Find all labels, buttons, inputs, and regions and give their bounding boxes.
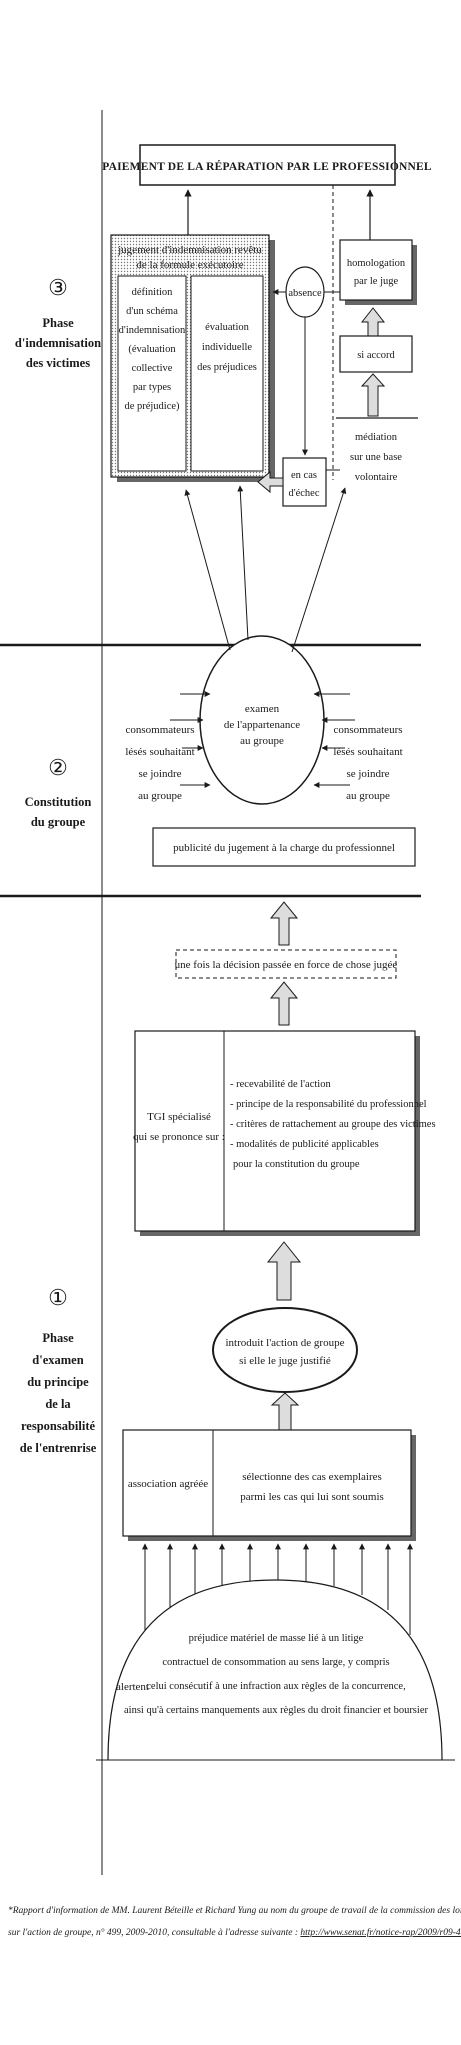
definition-box	[117, 275, 187, 472]
introduces-line: si elle le juge justifié	[239, 1355, 331, 1367]
force-to-publicity-arrow	[269, 901, 299, 946]
tgi-line: qui se prononce sur :	[133, 1131, 225, 1143]
criteria-line: pour la constitution du groupe	[233, 1159, 360, 1170]
accord-box	[339, 335, 413, 373]
introduces-line: introduit l'action de groupe	[226, 1337, 345, 1349]
judgment-label-line: jugement d'indemnisation revêtu	[117, 244, 262, 256]
publicity-label: publicité du jugement à la charge du pro…	[173, 842, 395, 854]
homologation-line: homologation	[347, 258, 406, 269]
consumers-right-line: se joindre	[346, 768, 389, 780]
echec-line: en cas	[291, 470, 317, 481]
phase-1-title-line: du principe	[27, 1375, 89, 1389]
criteria-line: - recevabilité de l'action	[230, 1079, 331, 1090]
payment-box	[139, 144, 396, 186]
definition-line: d'un schéma	[126, 306, 178, 317]
phase-3-title-line: Phase	[42, 316, 74, 330]
introduces-to-tgi-arrow	[266, 1241, 302, 1301]
evaluation-line: individuelle	[202, 342, 252, 353]
definition-line: définition	[132, 287, 174, 298]
criteria-line: - critères de rattachement au groupe des…	[230, 1119, 436, 1130]
criteria-line: - principe de la responsabilité du profe…	[230, 1099, 427, 1110]
selects-line: parmi les cas qui lui sont soumis	[240, 1491, 384, 1503]
introduces-node	[212, 1307, 358, 1393]
consumers-left-line: se joindre	[138, 768, 181, 780]
prejudice-line: ainsi qu'à certains manquements aux règl…	[124, 1705, 428, 1716]
footnote-line-1: *Rapport d'information de MM. Laurent Bé…	[8, 1905, 461, 1916]
publicity-box	[152, 827, 416, 867]
association-to-introduces-arrow	[270, 1392, 300, 1431]
phase-2-label: ② Constitution du groupe	[25, 755, 92, 829]
alert-arrows	[142, 1543, 413, 1640]
phase-1-title-line: Phase	[42, 1331, 74, 1345]
exam-to-evaluation-arrow	[237, 485, 249, 641]
association-label: association agréée	[128, 1478, 208, 1490]
phase-1-title-line: de la	[45, 1397, 71, 1411]
phase-1-title-line: d'examen	[32, 1353, 83, 1367]
exam-to-mediation-arrow	[291, 487, 347, 653]
evaluation-line: évaluation	[205, 322, 249, 333]
exam-line: de l'appartenance	[224, 719, 300, 731]
prejudice-line: préjudice matériel de masse lié à un lit…	[189, 1633, 364, 1644]
exam-line: examen	[245, 703, 280, 715]
phase-2-title-line: du groupe	[31, 815, 86, 829]
phase-1-title-line: de l'entrenrise	[20, 1441, 97, 1455]
definition-line: collective	[132, 363, 173, 374]
accord-label: si accord	[357, 350, 395, 361]
phase-3-title-line: des victimes	[26, 356, 90, 370]
alert-label: alertent	[116, 1681, 149, 1693]
echec-box	[282, 457, 327, 507]
footnote-line-2: sur l'action de groupe, n° 499, 2009-201…	[8, 1927, 461, 1938]
definition-line: d'indemnisation	[119, 325, 186, 336]
phase-1-label: ① Phase d'examen du principe de la respo…	[20, 1285, 97, 1455]
definition-line: (évaluation	[128, 344, 176, 355]
phase-2-title-line: Constitution	[25, 795, 92, 809]
mediation-up-arrow	[360, 373, 386, 417]
echec-line: d'échec	[288, 488, 319, 499]
selects-line: sélectionne des cas exemplaires	[242, 1471, 382, 1483]
absence-label: absence	[288, 288, 322, 299]
tgi-line: TGI spécialisé	[147, 1111, 211, 1123]
consumers-left-line: consommateurs	[125, 724, 194, 736]
phase-3-label: ③ Phase d'indemnisation des victimes	[15, 275, 101, 370]
prejudice-line: contractuel de consommation au sens larg…	[162, 1657, 389, 1668]
echec-to-judgment-arrow	[257, 470, 284, 494]
consumers-right-line: lésés souhaitant	[333, 746, 402, 758]
tgi-box	[134, 1030, 416, 1232]
criteria-line: - modalités de publicité applicables	[230, 1139, 379, 1150]
exam-line: au groupe	[240, 735, 284, 747]
consumers-left-line: lésés souhaitant	[125, 746, 194, 758]
phase-1-number: ①	[48, 1285, 68, 1310]
phase-3-number: ③	[48, 275, 68, 300]
association-box	[122, 1429, 412, 1537]
consumers-right-line: au groupe	[346, 790, 390, 802]
definition-line: par types	[133, 382, 171, 393]
force-box	[175, 949, 397, 979]
evaluation-line: des préjudices	[197, 362, 257, 373]
mediation-line: médiation	[355, 432, 398, 443]
footnote-link[interactable]: http://www.senat.fr/notice-rap/2009/r09-…	[300, 1927, 461, 1938]
payment-label: PAIEMENT DE LA RÉPARATION PAR LE PROFESS…	[102, 159, 432, 173]
phase-3-title-line: d'indemnisation	[15, 336, 101, 350]
tgi-to-force-arrow	[269, 981, 299, 1026]
accord-up-arrow	[360, 307, 386, 337]
prejudice-line: celui consécutif à une infraction aux rè…	[146, 1681, 405, 1692]
consumers-right-line: consommateurs	[333, 724, 402, 736]
homologation-line: par le juge	[354, 276, 399, 287]
judgment-label-line: de la formule exécutoire	[136, 259, 243, 271]
evaluation-box	[190, 275, 264, 472]
phase-2-number: ②	[48, 755, 68, 780]
exam-to-definition-arrow	[184, 489, 231, 651]
homologation-box	[339, 239, 413, 301]
consumers-left-line: au groupe	[138, 790, 182, 802]
footnote-line-2-text: sur l'action de groupe, n° 499, 2009-201…	[8, 1927, 300, 1938]
force-label: une fois la décision passée en force de …	[175, 959, 398, 971]
prejudice-dome	[107, 1579, 443, 1761]
mediation-line: volontaire	[355, 472, 398, 483]
phase-1-title-line: responsabilité	[21, 1419, 96, 1433]
mediation-line: sur une base	[350, 452, 402, 463]
definition-line: de préjudice)	[124, 401, 180, 412]
